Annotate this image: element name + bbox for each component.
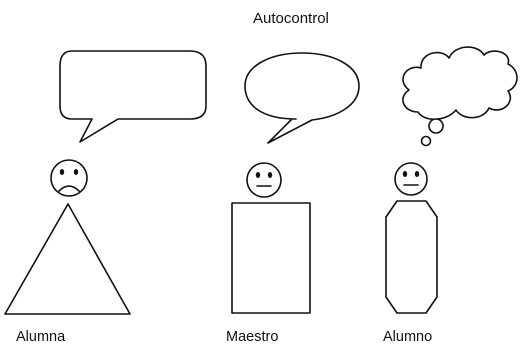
neutral-face-icon — [247, 163, 281, 197]
figure-alumna: Alumna — [5, 51, 206, 345]
body-rectangle — [232, 203, 310, 313]
diagram-title: Autocontrol — [253, 10, 329, 27]
thought-cloud-bubble — [403, 47, 517, 119]
label-alumno: Alumno — [383, 329, 432, 345]
figure-maestro: Maestro — [226, 53, 359, 345]
thought-dot-small — [422, 137, 431, 146]
sad-face-icon — [51, 160, 87, 196]
figure-alumno: Alumno — [383, 47, 517, 345]
speech-bubble-rectangle — [60, 51, 206, 142]
speech-bubble-oval — [245, 53, 359, 143]
neutral-face-icon — [395, 163, 427, 195]
body-triangle — [5, 204, 130, 314]
body-octagon — [386, 201, 437, 313]
thought-dot-large — [429, 119, 443, 133]
label-alumna: Alumna — [16, 329, 66, 345]
label-maestro: Maestro — [226, 329, 278, 345]
